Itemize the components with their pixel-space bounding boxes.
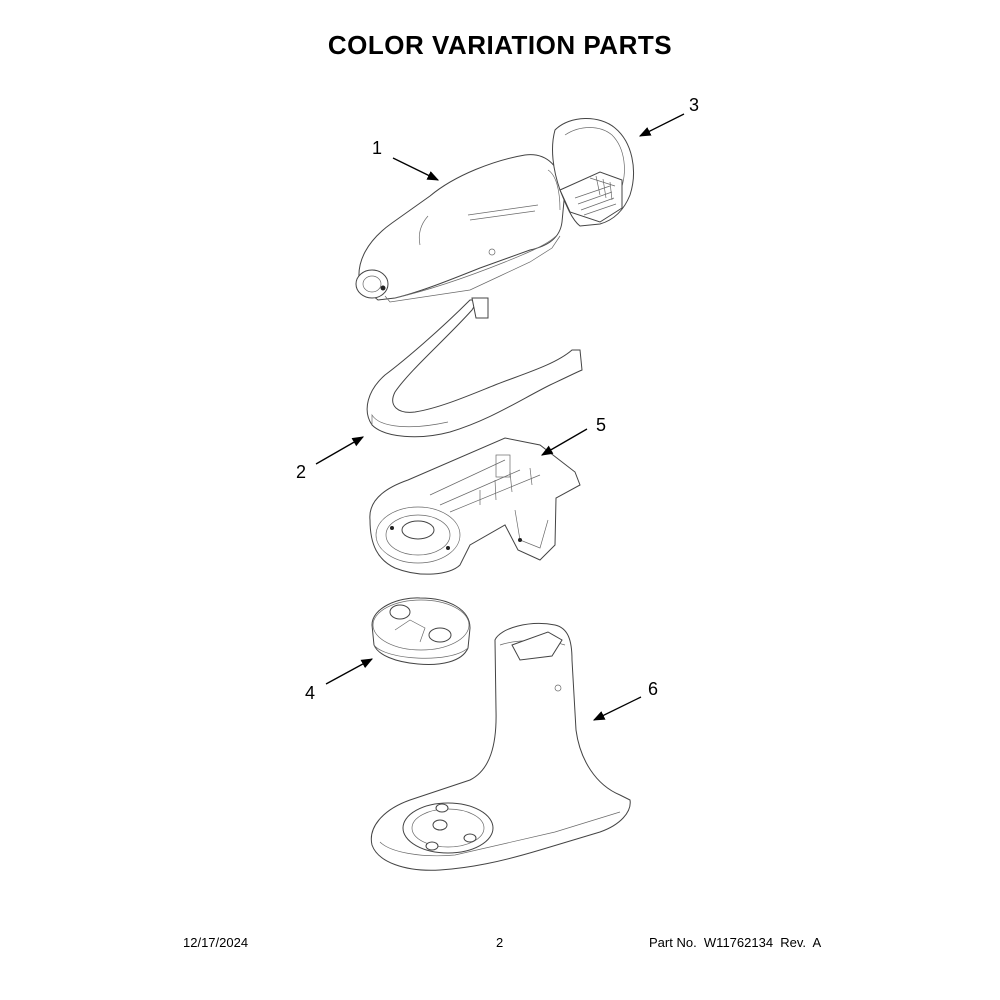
leader-arrows [315,113,685,721]
arrow-3 [638,113,685,137]
part-rear-cover [552,118,634,227]
page-title: COLOR VARIATION PARTS [327,30,673,60]
callout-3: 3 [689,95,700,115]
arrow-2 [315,436,365,465]
callout-1: 1 [372,138,383,158]
callout-2: 2 [296,462,307,482]
callout-5: 5 [596,415,607,435]
callout-4: 4 [305,683,316,703]
arrow-4 [325,658,374,685]
footer-part-number: Part No. W11762134 Rev. A [649,935,822,950]
footer-page-number: 2 [496,935,504,950]
part-clamp-plate [371,597,471,665]
footer-date: 12/17/2024 [183,935,249,950]
part-pedestal-base [370,622,631,871]
arrow-5 [540,428,588,456]
part-trim-band [366,297,583,438]
arrow-6 [592,696,642,721]
part-motor-housing [355,154,566,303]
callout-6: 6 [648,679,659,699]
part-gear-housing [369,437,581,575]
arrow-1 [392,157,440,181]
